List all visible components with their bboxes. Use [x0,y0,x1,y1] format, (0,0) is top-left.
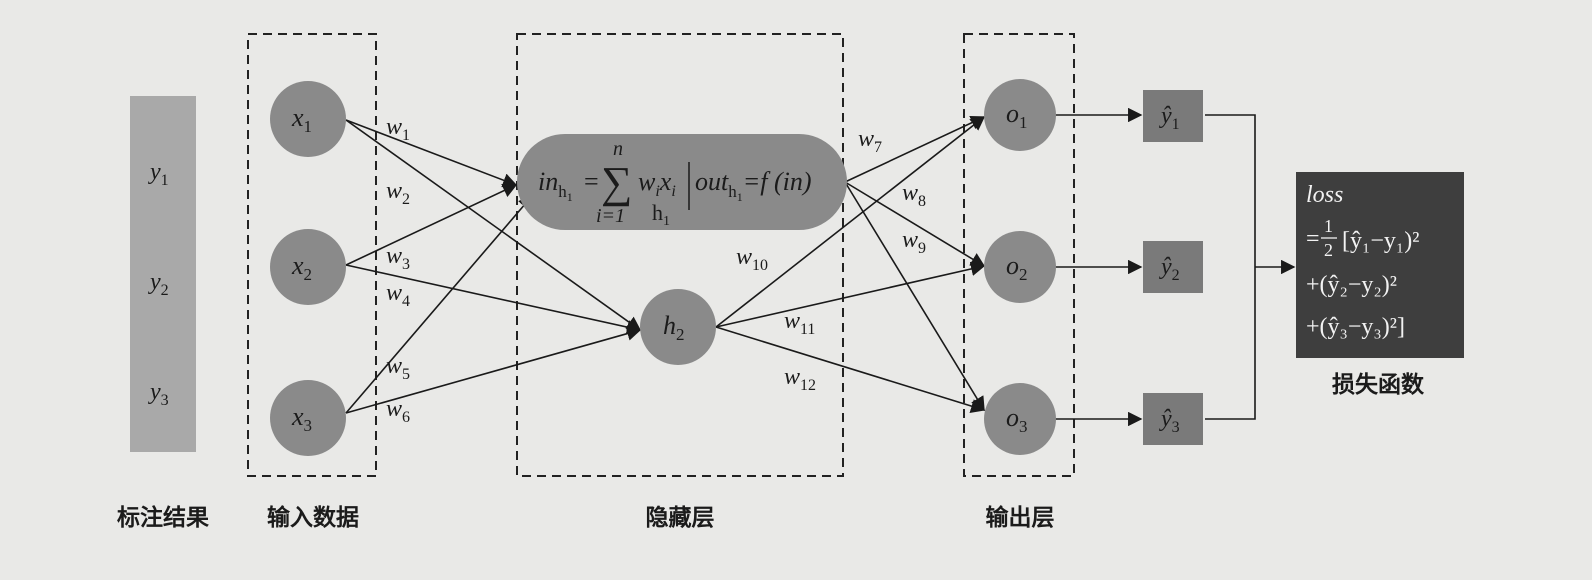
edge-x1-h1 [345,119,518,188]
targets: y1 y2 y3 [148,159,169,409]
pred-label-2: ŷ2 [1159,254,1180,284]
target-y1: y1 [148,159,169,189]
loss-line2: +(ŷ₂−y₂)² [1306,272,1397,298]
weight-w7: w7 [858,126,882,156]
hidden-layer-box [516,33,844,477]
edge-h1-o2 [844,181,986,267]
formula-eq: = [584,167,599,196]
input-node-x1 [270,81,346,157]
target-bar [130,96,196,452]
loss-formula: loss = 1 2 [ŷ₁−y₁)² +(ŷ₂−y₂)² +(ŷ₃−y₃)²] [1306,182,1419,340]
edge-x1-h2 [345,119,642,331]
input-layer-box [247,33,377,477]
input-nodes: x1 x2 x3 [270,81,346,456]
weight-w3: w3 [386,243,410,273]
formula-out: outh1=f (in) [695,167,812,204]
weight-w4: w4 [386,280,410,310]
formula-sum: ∑ [601,158,632,207]
output-label-o2: o2 [1006,251,1028,284]
weight-w2: w2 [386,178,410,208]
target-y2: y2 [148,269,169,299]
output-nodes: o1 o2 o3 [984,79,1056,455]
hidden-formula: inh1 = n ∑ i=1 wixi h1 outh1=f (in) [538,138,812,229]
formula-below: h1 [652,200,670,229]
edge-x3-h2 [345,326,642,414]
edge-x2-h2 [345,264,642,335]
edge-pred-merge [1205,114,1256,420]
target-y3: y3 [148,379,169,409]
loss-half-num: 1 [1324,216,1333,236]
hidden-node-h2 [640,289,716,365]
input-label-x2: x2 [291,251,312,284]
loss-half-den: 2 [1324,240,1333,260]
output-node-o3 [984,383,1056,455]
loss-title: loss [1306,182,1343,208]
caption-output: 输出层 [986,504,1055,531]
output-label-o1: o1 [1006,99,1028,132]
formula-sum-bottom: i=1 [596,205,625,227]
input-label-x1: x1 [291,103,312,136]
weight-w6: w6 [386,396,410,426]
formula-in: inh1 [538,167,573,204]
hidden-node-h1 [517,134,847,230]
edge-h2-o1 [715,116,986,328]
weight-labels: w1 w2 w3 w4 w5 w6 w7 w8 w9 w10 w11 w12 [386,114,926,426]
weight-w5: w5 [386,353,410,383]
weight-w11: w11 [784,308,815,338]
weight-w9: w9 [902,227,926,257]
loss-line1: [ŷ₁−y₁)² [1342,228,1419,254]
hidden-label-h2: h2 [663,311,685,344]
loss-eq: = [1306,226,1320,252]
prediction-boxes: ŷ1 ŷ2 ŷ3 [1143,90,1203,445]
pred-box-2 [1143,241,1203,293]
loss-line3: +(ŷ₃−y₃)²] [1306,314,1405,340]
output-node-o1 [984,79,1056,151]
caption-input: 输入数据 [267,504,359,531]
caption-hidden: 隐藏层 [646,505,715,531]
weight-w8: w8 [902,180,926,210]
edge-h1-o1 [844,115,986,183]
caption-loss: 损失函数 [1332,372,1425,398]
caption-annotation: 标注结果 [117,504,209,531]
pred-box-3 [1143,393,1203,445]
output-label-o3: o3 [1006,403,1028,436]
weight-w1: w1 [386,114,410,144]
pred-label-3: ŷ3 [1159,406,1180,436]
edges-layer1 [345,119,642,414]
weight-w12: w12 [784,364,816,394]
weight-w10: w10 [736,244,768,274]
output-layer-box [963,33,1075,477]
input-node-x2 [270,229,346,305]
edge-x3-h1 [345,194,533,414]
edge-x2-h1 [345,184,518,266]
edge-h2-o2 [715,261,986,328]
edges-output [1054,107,1296,427]
captions: 标注结果 输入数据 隐藏层 输出层 损失函数 [117,372,1425,531]
edge-h1-o3 [844,181,985,412]
formula-wx: wixi [638,167,676,200]
pred-box-1 [1143,90,1203,142]
output-node-o2 [984,231,1056,303]
formula-sum-top: n [613,138,623,160]
input-node-x3 [270,380,346,456]
edge-h2-o3 [715,326,986,414]
pred-label-1: ŷ1 [1159,103,1180,133]
edges-layer2 [715,115,986,414]
loss-box [1296,172,1464,358]
input-label-x3: x3 [291,402,312,435]
